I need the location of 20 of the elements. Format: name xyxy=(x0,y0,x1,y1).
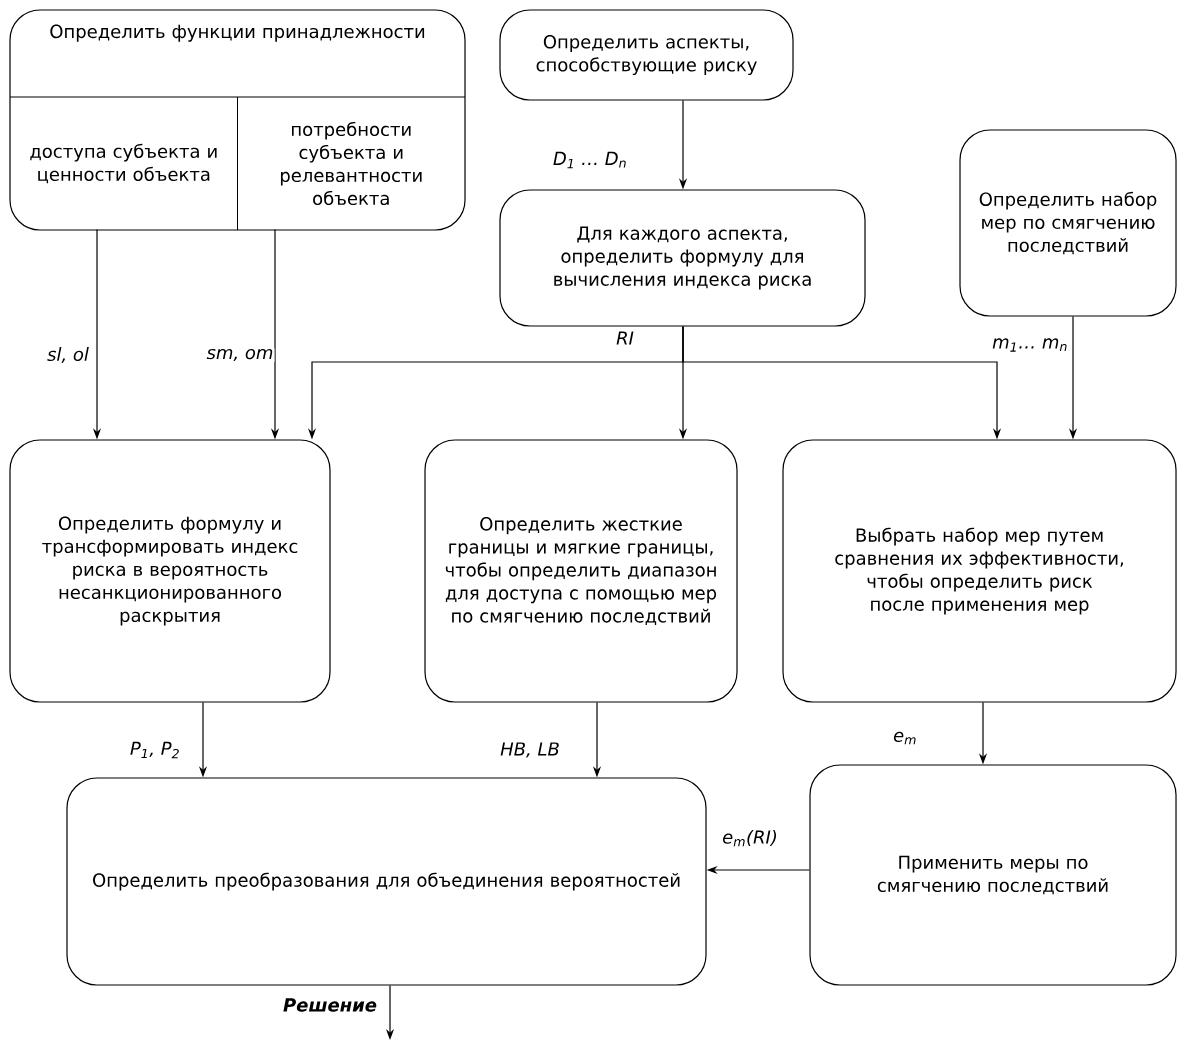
edge-label: D$_{1}$ … D$_{n}$ xyxy=(551,150,629,170)
process-box: Определить набор мер по смягчению последствий xyxy=(959,129,1177,317)
table-cell: потребности субъекта и релевантности объекта xyxy=(280,121,422,206)
table-cell: доступа субъекта и ценности объекта xyxy=(30,143,217,184)
edge-label: P$_{1}$, P$_{2}$ xyxy=(128,740,182,760)
edge-label: Решение xyxy=(282,997,378,1013)
process-box: Определить формулу и трансформировать индекс риска в вероятность несанкционированного раскрытия xyxy=(9,439,331,703)
process-box: Определить жесткие границы и мягкие границы, чтобы определить диапазон для доступа с помощью мер по смягчению последствий xyxy=(424,439,738,703)
edge-label: HB, LB xyxy=(499,741,561,759)
process-box: Применить меры по смягчению последствий xyxy=(809,764,1177,986)
edge-label: RI xyxy=(615,330,635,346)
edge-label: m$_{1}$… m$_{n}$ xyxy=(991,337,1069,353)
edge-label: e$_{m}$ xyxy=(892,730,918,746)
process-box: Определить аспекты, способствующие риску xyxy=(499,9,794,101)
process-box: Для каждого аспекта, определить формулу для вычисления индекса риска xyxy=(499,189,866,327)
edge-label: e$_{m}$(RI) xyxy=(721,828,779,848)
process-box: Определить преобразования для объединения вероятностей xyxy=(66,777,707,986)
edge-label: sm, om xyxy=(205,347,275,363)
edge-label: sl, ol xyxy=(46,346,90,364)
process-box: Выбрать набор мер путем сравнения их эффективности, чтобы определить риск после применения мер xyxy=(782,439,1177,703)
